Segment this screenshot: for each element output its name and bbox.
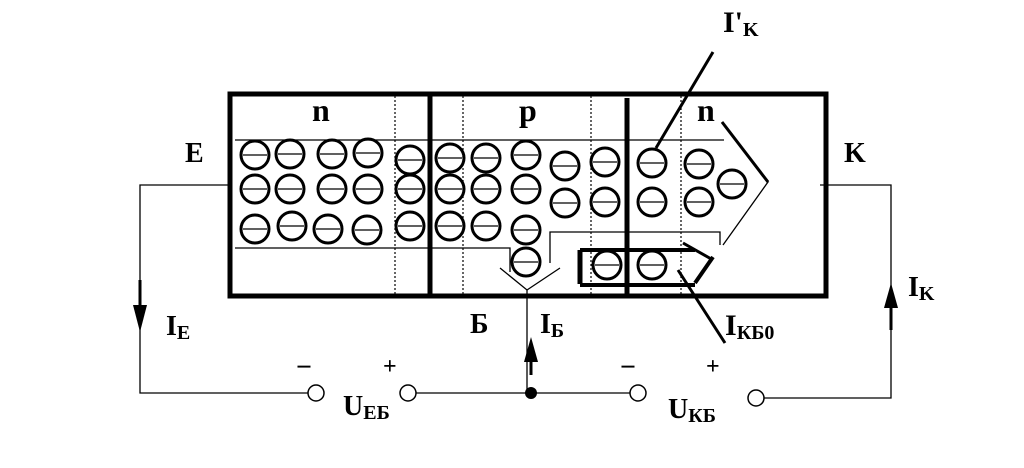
- electron: [589, 146, 621, 178]
- electron: [316, 138, 348, 170]
- emitter-terminal-label: E: [185, 138, 204, 169]
- electron: [276, 210, 308, 242]
- collector-terminal-label: K: [844, 138, 866, 169]
- base-node: [525, 387, 537, 399]
- electron: [274, 173, 306, 205]
- ukb-plus-sign: +: [706, 354, 720, 380]
- base-current-arrow: [524, 337, 538, 375]
- electron: [549, 150, 581, 182]
- collector-current-label: IK: [908, 272, 935, 305]
- electron: [589, 186, 621, 218]
- electron: [636, 186, 668, 218]
- electron: [312, 213, 344, 245]
- electron: [470, 142, 502, 174]
- electron: [549, 187, 581, 219]
- electron: [716, 168, 748, 200]
- reverse-current-arrow: [577, 241, 715, 287]
- circuit-wires: [139, 184, 892, 399]
- electron: [316, 173, 348, 205]
- ik-prime-leader: [654, 51, 715, 149]
- electron: [470, 173, 502, 205]
- electron: [394, 210, 426, 242]
- electron: [352, 173, 384, 205]
- electron: [434, 210, 466, 242]
- ikb0-leader: [676, 269, 727, 344]
- emitter-current-arrow: [133, 280, 147, 332]
- voltage-terminals: [307, 384, 765, 407]
- emitter-current-label: IE: [166, 311, 190, 344]
- electron: [636, 249, 668, 281]
- ueb-minus-sign: −: [296, 352, 312, 383]
- emitter-base-voltage-label: UEБ: [343, 391, 390, 424]
- electron: [239, 139, 271, 171]
- base-current-label: IБ: [540, 309, 564, 342]
- region-base-label: p: [519, 92, 537, 128]
- electron: [352, 137, 384, 169]
- electron: [351, 214, 383, 246]
- collector-current-arrow: [884, 283, 898, 330]
- electron: [591, 249, 623, 281]
- electron: [239, 213, 271, 245]
- collector-base-voltage-label: UКБ: [668, 394, 716, 427]
- electrons: [239, 137, 748, 281]
- electron: [636, 147, 668, 179]
- electron: [683, 148, 715, 180]
- electron: [470, 210, 502, 242]
- electron: [394, 173, 426, 205]
- depletion-boundaries: [394, 96, 682, 294]
- region-emitter-label: n: [312, 92, 330, 128]
- base-terminal-label: Б: [470, 309, 489, 340]
- electron: [683, 186, 715, 218]
- collector-reverse-current-label: IКБ0: [725, 309, 774, 344]
- ukb-minus-sign: −: [620, 352, 636, 383]
- electron: [510, 214, 542, 246]
- electron: [510, 139, 542, 171]
- electron: [274, 138, 306, 170]
- electron-flow-band: [235, 121, 769, 291]
- region-collector-label: n: [697, 92, 715, 128]
- collector-injected-current-label: I'K: [723, 6, 759, 41]
- electron: [394, 144, 426, 176]
- electron: [510, 246, 542, 278]
- electron: [434, 173, 466, 205]
- electron: [239, 173, 271, 205]
- electron: [510, 173, 542, 205]
- electron: [434, 142, 466, 174]
- ueb-plus-sign: +: [383, 354, 397, 380]
- transistor-body: [227, 91, 829, 299]
